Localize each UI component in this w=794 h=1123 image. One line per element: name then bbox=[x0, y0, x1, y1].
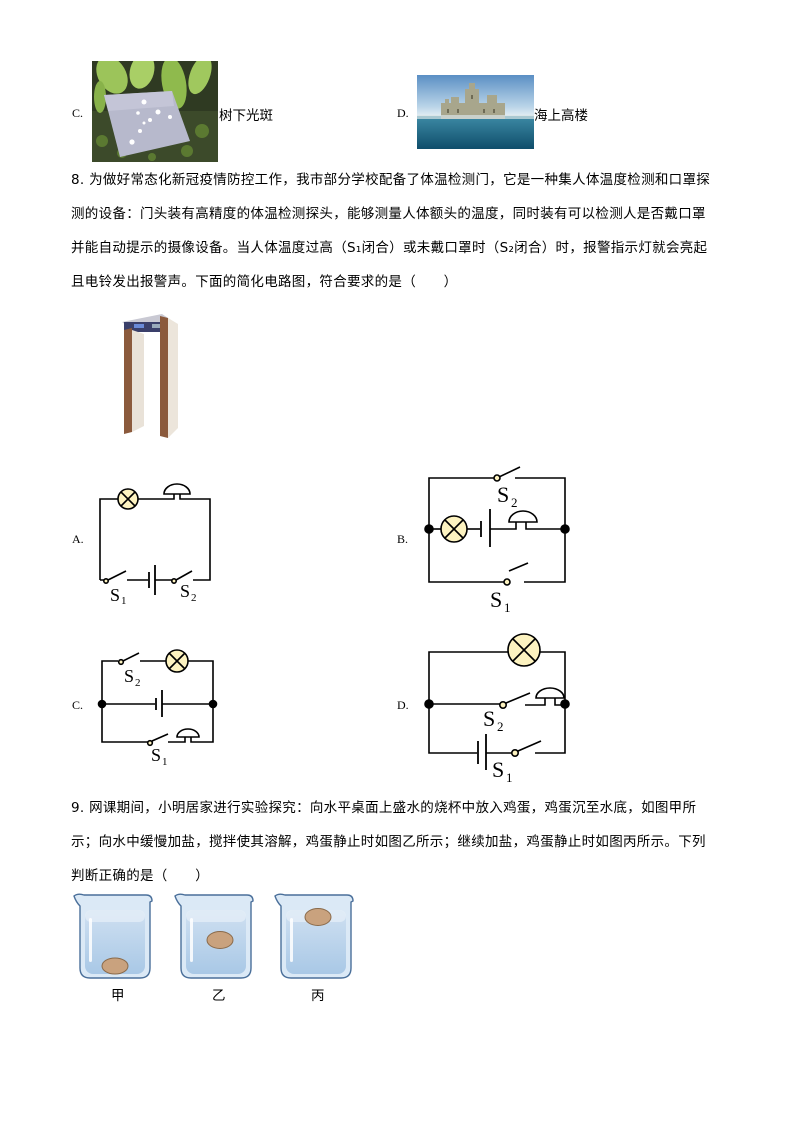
option-c-caption: 树下光斑 bbox=[219, 108, 273, 124]
svg-text:1: 1 bbox=[506, 770, 513, 783]
circuit-diagram-b[interactable]: S 2 S 1 bbox=[420, 465, 580, 615]
question-9-text: 9. 网课期间，小明居家进行实验探究：向水平桌面上盛水的烧杯中放入鸡蛋，鸡蛋沉至… bbox=[71, 791, 706, 893]
q9-line-2: 示；向水中缓慢加盐，搅拌使其溶解，鸡蛋静止时如图乙所示；继续加盐，鸡蛋静止时如图… bbox=[71, 834, 706, 850]
svg-text:1: 1 bbox=[504, 600, 511, 615]
sea-mirage-castle-photo bbox=[417, 75, 534, 149]
svg-text:S: S bbox=[492, 757, 504, 782]
q8-line-2: 测的设备：门头装有高精度的体温检测探头，能够测量人体额头的温度，同时装有可以检测… bbox=[71, 206, 706, 222]
svg-text:2: 2 bbox=[511, 495, 518, 510]
svg-text:S: S bbox=[124, 666, 134, 686]
svg-text:S: S bbox=[490, 587, 502, 612]
beaker-jia bbox=[73, 893, 153, 979]
svg-text:S: S bbox=[497, 482, 509, 507]
svg-text:S: S bbox=[151, 745, 161, 765]
beakers-figure bbox=[72, 890, 362, 1000]
option-d-caption: 海上高楼 bbox=[534, 108, 588, 124]
circuit-a-label: A. bbox=[72, 532, 84, 546]
beaker-bing-label: 丙 bbox=[311, 988, 325, 1004]
q8-line-1: 8. 为做好常态化新冠疫情防控工作，我市部分学校配备了体温检测门，它是一种集人体… bbox=[71, 172, 711, 188]
q8-line-4: 且电铃发出报警声。下面的简化电路图，符合要求的是（ ） bbox=[71, 274, 458, 290]
svg-text:S: S bbox=[483, 706, 495, 731]
beaker-jia-label: 甲 bbox=[111, 988, 125, 1004]
circuit-diagram-d[interactable]: S 2 S 1 bbox=[420, 628, 580, 785]
svg-text:S: S bbox=[180, 581, 190, 601]
circuit-c-label: C. bbox=[72, 698, 84, 712]
svg-text:2: 2 bbox=[135, 677, 141, 689]
beaker-yi-label: 乙 bbox=[212, 988, 226, 1004]
option-c-label: C. bbox=[72, 106, 84, 120]
svg-text:2: 2 bbox=[191, 592, 197, 604]
beaker-yi bbox=[174, 893, 254, 979]
q8-line-3: 并能自动提示的摄像设备。当人体温度过高（S₁闭合）或未戴口罩时（S₂闭合）时，报… bbox=[71, 240, 708, 256]
question-8-text: 8. 为做好常态化新冠疫情防控工作，我市部分学校配备了体温检测门，它是一种集人体… bbox=[71, 163, 710, 299]
svg-text:1: 1 bbox=[121, 595, 127, 607]
temperature-detection-door-photo bbox=[112, 308, 180, 438]
svg-text:S: S bbox=[110, 585, 120, 605]
leaf-shadow-light-spots-photo bbox=[92, 53, 218, 162]
circuit-diagram-a[interactable]: S 1 S 2 bbox=[90, 470, 220, 610]
beaker-bing bbox=[274, 893, 354, 979]
q9-line-1: 9. 网课期间，小明居家进行实验探究：向水平桌面上盛水的烧杯中放入鸡蛋，鸡蛋沉至… bbox=[71, 800, 697, 816]
circuit-b-label: B. bbox=[397, 532, 409, 546]
option-d-label: D. bbox=[397, 106, 409, 120]
svg-text:1: 1 bbox=[162, 756, 168, 768]
circuit-d-label: D. bbox=[397, 698, 409, 712]
q9-line-3: 判断正确的是（ ） bbox=[71, 868, 209, 884]
circuit-diagram-c[interactable]: S 2 S 1 bbox=[95, 645, 225, 770]
svg-text:2: 2 bbox=[497, 719, 504, 734]
